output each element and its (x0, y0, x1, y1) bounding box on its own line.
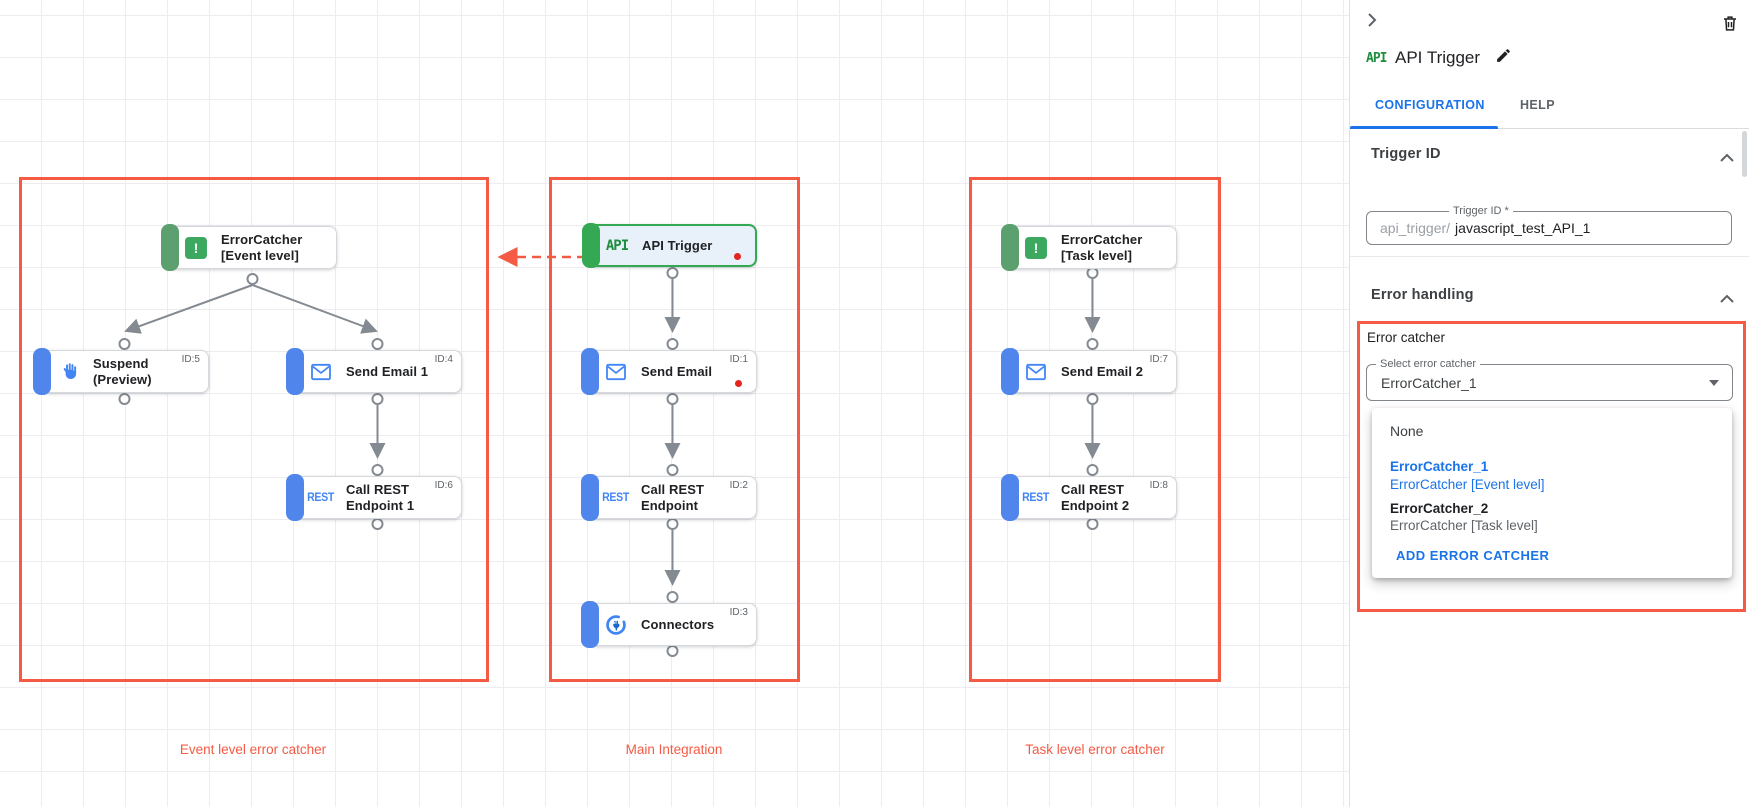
node-call-rest-endpoint-2[interactable]: REST Call REST Endpoint 2 ID:8 (1001, 474, 1177, 521)
add-error-catcher-button[interactable]: ADD ERROR CATCHER (1396, 548, 1550, 563)
envelope-icon (307, 363, 335, 381)
error-catcher-icon: ! (182, 236, 210, 259)
collapse-trigger-id-icon[interactable] (1720, 150, 1734, 165)
error-catcher-icon: ! (1022, 236, 1050, 259)
task-id-label: ID:8 (1149, 480, 1168, 491)
tab-help[interactable]: HELP (1520, 98, 1555, 112)
option-none[interactable]: None (1390, 423, 1424, 439)
group-box-task-level (969, 177, 1221, 682)
task-id-label: ID:6 (434, 480, 453, 491)
error-dot (735, 380, 742, 387)
task-id-label: ID:2 (729, 480, 748, 491)
panel-scrollbar[interactable] (1742, 131, 1747, 177)
error-dot (734, 253, 741, 260)
group-box-event-level (19, 177, 489, 682)
section-trigger-id: Trigger ID (1371, 146, 1441, 162)
node-error-catcher-task-level[interactable]: ! ErrorCatcher [Task level] (1001, 224, 1177, 271)
tab-configuration[interactable]: CONFIGURATION (1375, 98, 1485, 112)
rest-icon: REST (1022, 491, 1050, 504)
collapse-error-handling-icon[interactable] (1720, 291, 1734, 306)
hand-icon (54, 361, 82, 382)
error-catcher-highlight-box (1357, 321, 1746, 612)
node-error-catcher-event-level[interactable]: ! ErrorCatcher [Event level] (161, 224, 337, 271)
node-send-email-2[interactable]: Send Email 2 ID:7 (1001, 348, 1177, 395)
error-catcher-label: Error catcher (1367, 330, 1446, 345)
task-id-label: ID:5 (181, 354, 200, 365)
caption-main-integration: Main Integration (625, 742, 723, 757)
trigger-id-value: javascript_test_API_1 (1455, 220, 1591, 236)
delete-trigger-icon[interactable] (1721, 14, 1739, 36)
caption-event-level: Event level error catcher (179, 742, 327, 757)
option-errorcatcher-2-desc[interactable]: ErrorCatcher [Task level] (1390, 518, 1538, 533)
edit-title-icon[interactable] (1495, 47, 1512, 67)
node-connectors[interactable]: Connectors ID:3 (581, 601, 757, 648)
select-error-catcher-value: ErrorCatcher_1 (1381, 374, 1477, 391)
collapse-panel-icon[interactable] (1364, 12, 1380, 31)
trigger-id-prefix: api_trigger/ (1380, 220, 1451, 236)
group-box-main-integration (549, 177, 800, 682)
section-error-handling: Error handling (1371, 287, 1474, 303)
task-id-label: ID:1 (729, 354, 748, 365)
trigger-id-field-label: Trigger ID * (1449, 205, 1513, 217)
envelope-icon (1022, 363, 1050, 381)
node-send-email-1[interactable]: Send Email 1 ID:4 (286, 348, 462, 395)
panel-title: API Trigger (1395, 48, 1481, 67)
select-error-catcher[interactable]: Select error catcher ErrorCatcher_1 (1366, 358, 1733, 401)
node-suspend[interactable]: Suspend (Preview) ID:5 (33, 348, 209, 395)
option-errorcatcher-1[interactable]: ErrorCatcher_1 (1390, 459, 1489, 474)
node-call-rest-endpoint-1[interactable]: REST Call REST Endpoint 1 ID:6 (286, 474, 462, 521)
envelope-icon (602, 363, 630, 381)
task-id-label: ID:4 (434, 354, 453, 365)
active-tab-underline (1350, 126, 1498, 129)
select-error-catcher-label: Select error catcher (1376, 358, 1480, 370)
option-errorcatcher-2[interactable]: ErrorCatcher_2 (1390, 501, 1489, 516)
task-id-label: ID:7 (1149, 354, 1168, 365)
caption-task-level: Task level error catcher (1025, 742, 1165, 757)
rest-icon: REST (602, 491, 630, 504)
api-icon: API (605, 237, 629, 254)
task-id-label: ID:3 (729, 607, 748, 618)
error-catcher-dropdown-menu: None ErrorCatcher_1 ErrorCatcher [Event … (1372, 408, 1732, 578)
rest-icon: REST (307, 491, 335, 504)
node-send-email[interactable]: Send Email ID:1 (581, 348, 757, 395)
section-divider (1350, 256, 1749, 257)
trigger-id-field[interactable]: Trigger ID * api_trigger/ javascript_tes… (1366, 205, 1732, 245)
integration-canvas[interactable]: ! ErrorCatcher [Event level] Suspend (Pr… (0, 0, 1349, 807)
dropdown-arrow-icon (1709, 380, 1719, 386)
connectors-icon (602, 614, 630, 636)
api-trigger-icon: API (1366, 51, 1388, 66)
node-call-rest-endpoint[interactable]: REST Call REST Endpoint ID:2 (581, 474, 757, 521)
config-panel: API API Trigger CONFIGURATION HELP Trigg… (1349, 0, 1749, 807)
option-errorcatcher-1-desc[interactable]: ErrorCatcher [Event level] (1390, 477, 1545, 492)
tab-bar-divider (1350, 128, 1749, 129)
node-api-trigger[interactable]: API API Trigger (582, 223, 757, 268)
